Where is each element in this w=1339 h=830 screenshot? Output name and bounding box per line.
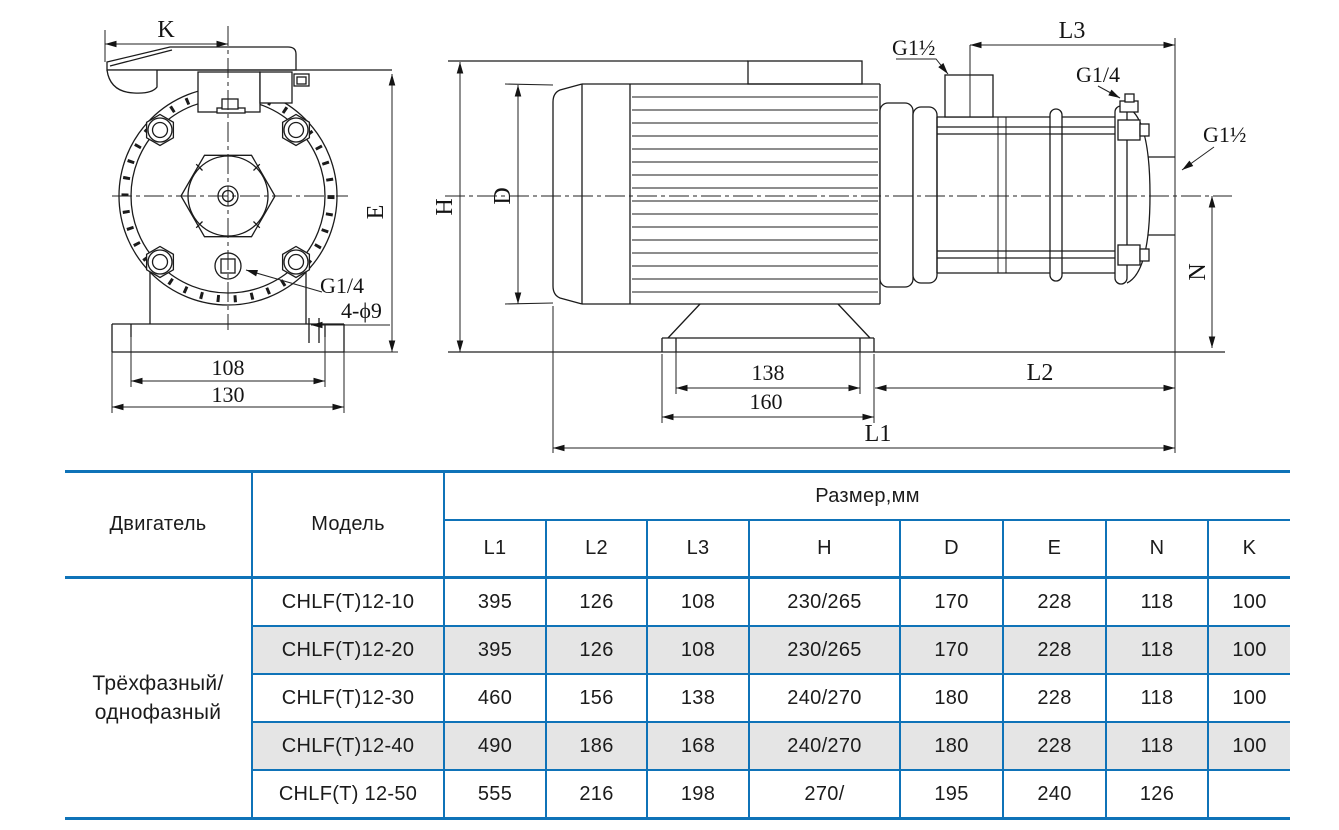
cell: 118 [1105,673,1209,723]
cell: 228 [1002,576,1107,627]
cell: 138 [646,673,750,723]
cell: 240/270 [748,721,901,771]
cell: 168 [646,721,750,771]
cell: 490 [443,721,547,771]
cell: 198 [646,769,750,820]
col-header-l2: L2 [545,519,648,579]
front-view-dimensions [104,26,398,413]
cell: 100 [1207,576,1290,627]
dim-label-d: D [490,187,516,204]
cell: 126 [545,576,648,627]
motor-type-line2: однофазный [94,701,222,724]
side-view-dimensions [445,38,1232,453]
col-header-model: Модель [251,470,445,579]
cell: 126 [1105,769,1209,820]
cell: 230/265 [748,625,901,675]
table-row: CHLF(T)12-20 395 126 108 230/265 170 228… [65,625,1290,675]
dim-label-l2: L2 [1027,360,1054,386]
motor-type-cell: Трёхфазный/ однофазный [65,576,253,820]
col-header-l1: L1 [443,519,547,579]
cell: 156 [545,673,648,723]
dim-label-l1: L1 [865,421,892,447]
dim-label-e: E [363,205,389,220]
table-row: CHLF(T) 12-50 555 216 198 270/ 195 240 1… [65,769,1290,820]
col-header-n: N [1105,519,1209,579]
cell: 180 [899,721,1004,771]
cell: 118 [1105,721,1209,771]
cell: 240/270 [748,673,901,723]
dim-label-130: 130 [212,382,245,407]
port-label-g14-front: G1/4 [320,273,364,298]
dim-label-160: 160 [750,389,783,414]
col-header-motor: Двигатель [65,470,253,579]
cell: 216 [545,769,648,820]
table-row: CHLF(T)12-40 490 186 168 240/270 180 228… [65,721,1290,771]
cell: 228 [1002,625,1107,675]
cell: 100 [1207,721,1290,771]
col-header-e: E [1002,519,1107,579]
model-cell: CHLF(T)12-20 [251,625,445,675]
port-label-g1half-right: G1½ [1203,122,1246,147]
cell [1207,769,1290,820]
port-label-g1half-top: G1½ [892,35,935,60]
cell: 395 [443,576,547,627]
col-header-h: H [748,519,901,579]
cell: 108 [646,625,750,675]
col-header-l3: L3 [646,519,750,579]
technical-drawing: K E G1/4 4-ϕ9 108 130 [104,17,1246,453]
side-view-drawing [448,60,1175,352]
cell: 118 [1105,576,1209,627]
cell: 460 [443,673,547,723]
model-cell: CHLF(T)12-40 [251,721,445,771]
cell: 270/ [748,769,901,820]
col-header-k: K [1207,519,1290,579]
model-cell: CHLF(T)12-10 [251,576,445,627]
cell: 126 [545,625,648,675]
dim-label-l3: L3 [1059,18,1086,44]
col-header-d: D [899,519,1004,579]
dim-label-108: 108 [212,355,245,380]
cell: 186 [545,721,648,771]
holes-label-4f9: 4-ϕ9 [341,298,382,323]
cell: 170 [899,625,1004,675]
cell: 170 [899,576,1004,627]
cell: 230/265 [748,576,901,627]
table-row: Трёхфазный/ однофазный CHLF(T)12-10 395 … [65,576,1290,820]
cell: 228 [1002,673,1107,723]
cell: 195 [899,769,1004,820]
model-cell: CHLF(T) 12-50 [251,769,445,820]
dim-label-n: N [1185,263,1211,280]
cell: 240 [1002,769,1107,820]
motor-type-line1: Трёхфазный/ [92,671,224,695]
dim-label-h: H [432,198,458,215]
spec-table: Двигатель Модель Размер,мм L1 L2 L3 H D … [65,470,1290,820]
table-row: CHLF(T)12-30 460 156 138 240/270 180 228… [65,673,1290,723]
dim-label-k: K [157,17,175,43]
cell: 228 [1002,721,1107,771]
cell: 100 [1207,673,1290,723]
model-cell: CHLF(T)12-30 [251,673,445,723]
cell: 395 [443,625,547,675]
cell: 100 [1207,625,1290,675]
port-label-g14-side: G1/4 [1076,62,1120,87]
dim-label-138: 138 [752,360,785,385]
cell: 555 [443,769,547,820]
cell: 180 [899,673,1004,723]
cell: 118 [1105,625,1209,675]
cell: 108 [646,576,750,627]
col-header-size-group: Размер,мм [443,470,1290,521]
